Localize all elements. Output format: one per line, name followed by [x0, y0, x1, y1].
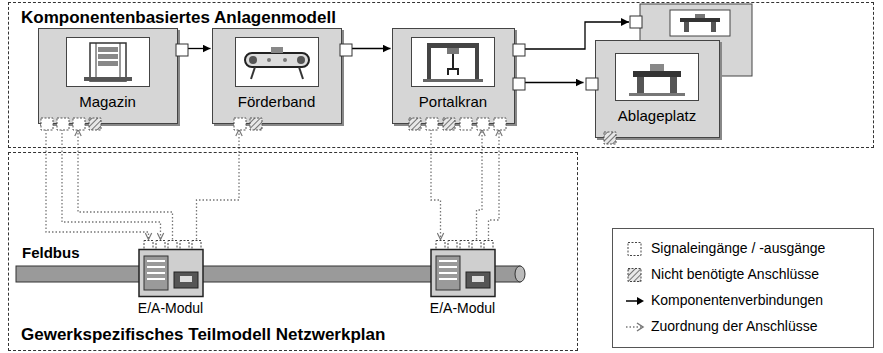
io-module: E/A-Modul [130, 240, 212, 320]
legend-port-sample [625, 241, 645, 257]
component-box: Portalkran [392, 28, 515, 124]
signal-port [494, 118, 506, 130]
module-label: E/A-Modul [138, 300, 203, 316]
io-module-icon [430, 240, 496, 298]
module-label: E/A-Modul [430, 300, 495, 316]
region-title: Gewerkspezifisches Teilmodell Netzwerkpl… [21, 325, 385, 345]
output-port [340, 44, 352, 56]
component-label: Portalkran [419, 93, 487, 110]
component-connection [524, 82, 584, 83]
signal-port [460, 118, 472, 130]
signal-port [73, 118, 85, 130]
unused-port [409, 118, 421, 130]
signal-port [477, 118, 489, 130]
assignment-line [197, 130, 240, 240]
component-connection [187, 48, 211, 49]
legend-text: Nicht benötigte Anschlüsse [651, 266, 819, 282]
port-layer [393, 29, 516, 125]
assignment-line [431, 130, 441, 240]
magazin-icon [66, 37, 150, 87]
assignment-line [78, 130, 173, 240]
fieldbus-label: Feldbus [22, 244, 80, 261]
output-port [513, 44, 525, 56]
legend-connection-sample [625, 293, 645, 309]
component-label: Förderband [238, 93, 316, 110]
model-region: Gewerkspezifisches Teilmodell Netzwerkpl… [8, 152, 578, 351]
signal-port [41, 118, 53, 130]
legend-row: Signaleingänge / -ausgänge [621, 237, 865, 263]
ablageplatz-icon [615, 53, 699, 101]
component-box: Ablageplatz [595, 40, 720, 138]
component-box: Magazin [38, 28, 178, 124]
signal-port [234, 118, 246, 130]
legend-unused-sample [625, 267, 645, 283]
legend-row: Komponentenverbindungen [621, 289, 865, 315]
legend-assignment-sample [625, 319, 645, 335]
unused-port [89, 118, 101, 130]
portalkran-icon [411, 37, 495, 87]
legend-row: Nicht benötigte Anschlüsse [621, 263, 865, 289]
legend-box: Signaleingänge / -ausgänge Nicht benötig… [612, 228, 874, 348]
legend-text: Komponentenverbindungen [651, 292, 823, 308]
model-region: Komponentenbasiertes Anlagenmodell Magaz… [8, 2, 874, 148]
legend-text: Signaleingänge / -ausgänge [651, 240, 825, 256]
unused-port [443, 118, 455, 130]
assignment-line [62, 130, 161, 240]
legend-text: Zuordnung der Anschlüsse [651, 318, 818, 334]
io-module: E/A-Modul [422, 240, 504, 320]
signal-port [57, 118, 69, 130]
assignment-line [477, 130, 483, 240]
input-port [586, 78, 598, 90]
component-connection [351, 48, 391, 49]
assignment-line [489, 130, 500, 240]
region-title: Komponentenbasiertes Anlagenmodell [21, 8, 336, 28]
foerderband-icon [235, 37, 319, 87]
output-port [176, 44, 188, 56]
legend-row: Zuordnung der Anschlüsse [621, 315, 865, 341]
component-box: Förderband [212, 28, 342, 124]
io-module-icon [138, 240, 204, 298]
port-layer [596, 41, 721, 139]
unused-port [604, 132, 616, 144]
component-label: Magazin [79, 93, 136, 110]
output-port [513, 78, 525, 90]
signal-port [426, 118, 438, 130]
component-label: Ablageplatz [618, 107, 696, 124]
port-layer [39, 29, 179, 125]
port-layer [213, 29, 343, 125]
assignment-line [46, 130, 149, 240]
unused-port [250, 118, 262, 130]
